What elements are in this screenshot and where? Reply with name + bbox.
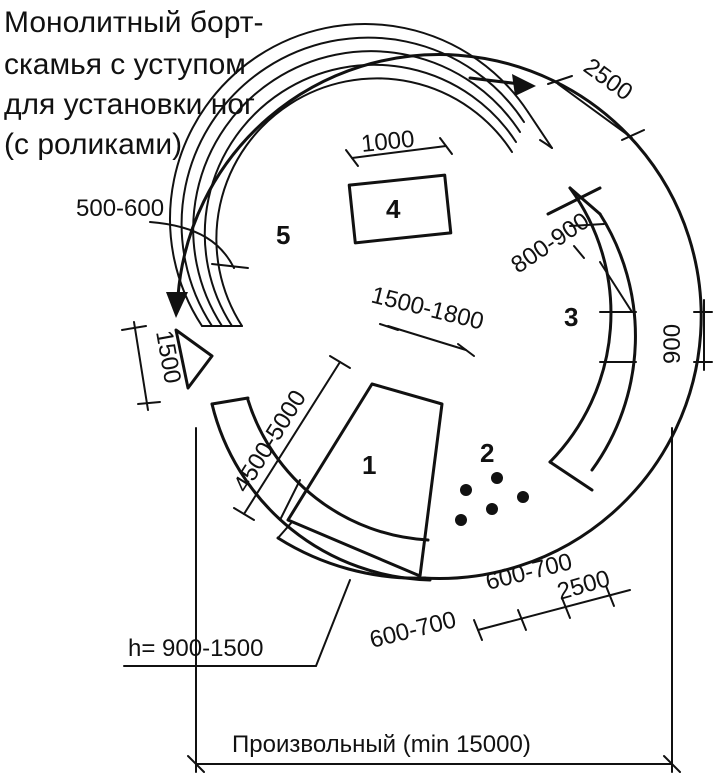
dim-900-right-text: 900 <box>659 324 686 364</box>
arrow-top <box>468 76 522 86</box>
title-line-3: для установки ног <box>4 88 255 121</box>
zone-2-dots <box>455 472 529 526</box>
dim-1500-left-text: 1500 <box>150 328 186 385</box>
title-line-2: скамья с уступом <box>4 48 246 81</box>
dim-1500-1800: 1500-1800 <box>369 282 487 357</box>
bench-arcs <box>169 23 553 327</box>
entry-triangle <box>174 328 214 390</box>
overall-width-text: Произвольный (min 15000) <box>232 731 531 758</box>
dim-800-900-text: 800-900 <box>506 207 594 279</box>
dim-1500-1800-text: 1500-1800 <box>369 282 487 336</box>
overall-width: Произвольный (min 15000) <box>187 427 681 773</box>
zone-label-3: 3 <box>564 302 578 332</box>
zone-1-trapezoid <box>286 382 444 578</box>
dim-500-600: 500-600 <box>76 195 249 269</box>
lower-bench <box>210 396 432 582</box>
zone-label-4: 4 <box>386 194 401 224</box>
title-line-1: Монолитный борт- <box>4 6 263 39</box>
dim-900-right: 900 <box>659 299 713 371</box>
dim-600-700-a-text: 600-700 <box>367 606 459 654</box>
dim-500-600-text: 500-600 <box>76 195 164 222</box>
zone-4-rect <box>347 173 453 245</box>
arrow-left-head <box>166 292 188 318</box>
zone-label-1: 1 <box>362 450 376 480</box>
title-line-4: (с роликами) <box>4 128 182 161</box>
outer-boundary-arc <box>176 53 703 580</box>
dim-1000: 1000 <box>345 126 453 167</box>
dim-2500-top-text: 2500 <box>578 53 637 106</box>
dim-1500-left: 1500 <box>121 321 186 411</box>
arrow-top-head <box>512 74 536 96</box>
zone-label-5: 5 <box>276 220 290 250</box>
dim-2500-top: 2500 <box>547 53 645 141</box>
dim-1000-text: 1000 <box>360 126 416 158</box>
zone-label-2: 2 <box>480 438 494 468</box>
dim-bottom-chain: 600-700 600-700 2500 <box>367 548 631 654</box>
height-note: h= 900-1500 <box>123 579 351 667</box>
dim-4500-5000: 4500-5000 <box>228 355 351 521</box>
